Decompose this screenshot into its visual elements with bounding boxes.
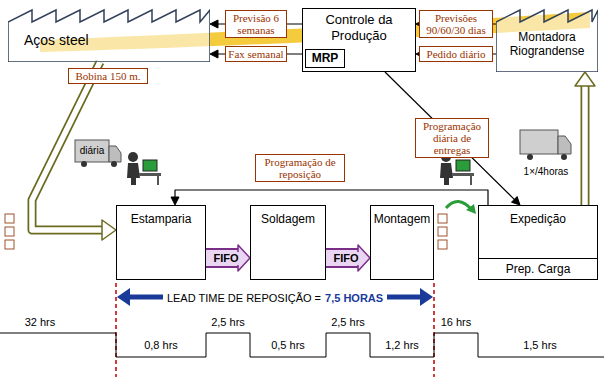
node-title: Aços steel — [24, 32, 210, 49]
time-label: 1,5 hrs — [523, 339, 557, 352]
dashed-marker — [433, 283, 435, 377]
desk-leg — [470, 176, 472, 185]
time-label: 16 hrs — [441, 316, 472, 329]
desk — [139, 173, 161, 176]
truck-label: diária — [80, 145, 104, 157]
time-label: 1,2 hrs — [385, 339, 419, 352]
inventory-box — [5, 227, 14, 236]
lead-time-label: LEAD TIME DE REPOSIÇÃO = 7,5 HORAS — [163, 290, 387, 305]
operator-body — [127, 163, 140, 185]
truck-body — [520, 130, 558, 154]
truck-wheel — [527, 154, 533, 160]
inventory-box — [438, 240, 447, 249]
truck-body — [75, 140, 109, 162]
flow-label: Previsão 6 semanas — [225, 10, 287, 38]
process-box: Estamparia — [116, 205, 206, 280]
lead-time-arrow-head — [117, 288, 130, 306]
truck-label: 1×/4horas — [524, 166, 569, 178]
computer-screen — [456, 160, 470, 171]
inventory-box — [438, 227, 447, 236]
inventory-box — [5, 240, 14, 249]
node-title: Montagem — [372, 212, 432, 226]
inventory-box — [438, 214, 447, 223]
control-box: Controle da ProduçãoMRP — [302, 8, 416, 72]
operator-icon — [127, 152, 161, 185]
inventory-box — [5, 214, 14, 223]
lead-time-text: LEAD TIME DE REPOSIÇÃO = — [167, 292, 321, 304]
node-title: Soldagem — [253, 212, 323, 226]
truck-cab — [109, 146, 121, 162]
truck-cab — [558, 136, 571, 154]
desk-leg — [157, 176, 159, 185]
factory-shape — [496, 10, 598, 72]
time-label: 0,5 hrs — [271, 339, 305, 352]
time-label: 2,5 hrs — [211, 316, 245, 329]
flow-connector — [32, 62, 116, 240]
flow-connector — [326, 245, 370, 271]
truck-wheel — [561, 154, 567, 160]
node-subtitle: Prep. Carga — [479, 258, 597, 279]
process-box: Soldagem — [250, 205, 326, 280]
operator-head — [128, 152, 138, 162]
connector-fill — [582, 85, 588, 205]
fifo-label: FIFO — [211, 252, 240, 265]
dashed-marker — [115, 283, 117, 377]
computer-screen — [143, 160, 157, 171]
truck-icon — [520, 130, 571, 160]
arrow-head — [171, 197, 179, 205]
time-label: 0,8 hrs — [144, 339, 178, 352]
connector-line — [175, 190, 488, 205]
inventory-icon — [438, 214, 447, 249]
node-title: Expedição — [479, 212, 597, 226]
operator-body — [440, 163, 453, 185]
flow-label: Programação de reposição — [255, 154, 345, 182]
flow-connector — [206, 245, 250, 271]
time-label: 32 hrs — [25, 316, 56, 329]
shipping-box: ExpediçãoPrep. Carga — [478, 205, 598, 280]
time-label: 2,5 hrs — [331, 316, 365, 329]
factory-shape — [8, 10, 210, 62]
truck-wheel — [111, 161, 117, 167]
node-title: Estamparia — [119, 212, 203, 226]
process-box: Montagem — [370, 205, 434, 280]
arrow-head — [511, 197, 520, 205]
node-title: Montadora Riograndense — [498, 30, 596, 58]
flow-label: Fax semanal — [225, 46, 287, 62]
flow-label: Pedido diário — [419, 46, 493, 62]
mrp-box: MRP — [305, 49, 345, 68]
timeline — [0, 333, 604, 357]
node-title: MRP — [306, 51, 344, 65]
arrow-head — [210, 20, 218, 28]
arrow-head — [575, 72, 595, 86]
flow-label: Previsões 90/60/30 dias — [419, 10, 493, 38]
flow-connector — [385, 72, 520, 205]
truck-wheel — [81, 161, 87, 167]
flow-label: Programação diária de entregas — [415, 118, 489, 158]
pull-arrow-head — [466, 204, 476, 214]
flow-label: Bobina 150 m. — [68, 68, 148, 84]
connector-line — [581, 85, 590, 205]
lead-time-value: 7,5 HORAS — [325, 292, 383, 304]
node-title: Controle da Produção — [307, 12, 411, 44]
inventory-icon — [5, 214, 14, 249]
flow-connector — [575, 72, 595, 205]
desk — [452, 173, 474, 176]
lead-time-arrow-head — [420, 288, 433, 306]
arrow-head — [102, 220, 116, 240]
supplier-factory: Aços steel — [8, 8, 210, 62]
connector-line — [385, 72, 515, 200]
fifo-label: FIFO — [331, 252, 360, 265]
flow-connector — [171, 190, 488, 205]
arrow-head — [210, 50, 218, 58]
truck-icon — [75, 140, 121, 167]
customer-factory: Montadora Riograndense — [496, 8, 598, 72]
